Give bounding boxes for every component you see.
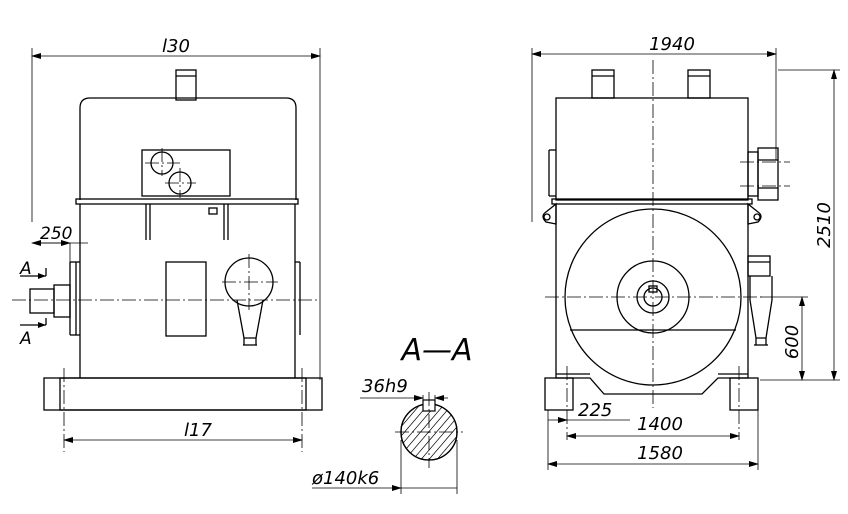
dim-250-left: 250 bbox=[40, 224, 72, 244]
dim-l30: l30 bbox=[162, 36, 190, 57]
left-view: l30 bbox=[12, 36, 323, 452]
right-view: 1940 bbox=[531, 34, 840, 470]
dim-l17: l17 bbox=[184, 420, 212, 441]
section-title: A—A bbox=[399, 333, 472, 368]
dim-1400: 1400 bbox=[637, 414, 683, 435]
dim-2510: 2510 bbox=[814, 202, 835, 248]
dim-225: 225 bbox=[578, 400, 612, 421]
section-mark-a-bottom: A bbox=[19, 329, 32, 349]
dim-1940: 1940 bbox=[649, 34, 695, 55]
dim-diameter: ø140k6 bbox=[311, 468, 379, 489]
dim-36h9: 36h9 bbox=[362, 376, 408, 397]
section-mark-a-top: A bbox=[19, 259, 32, 279]
section-a-a: A—A 36h9 ø bbox=[311, 333, 473, 494]
dim-600: 600 bbox=[782, 325, 803, 359]
dim-1580: 1580 bbox=[637, 443, 683, 464]
